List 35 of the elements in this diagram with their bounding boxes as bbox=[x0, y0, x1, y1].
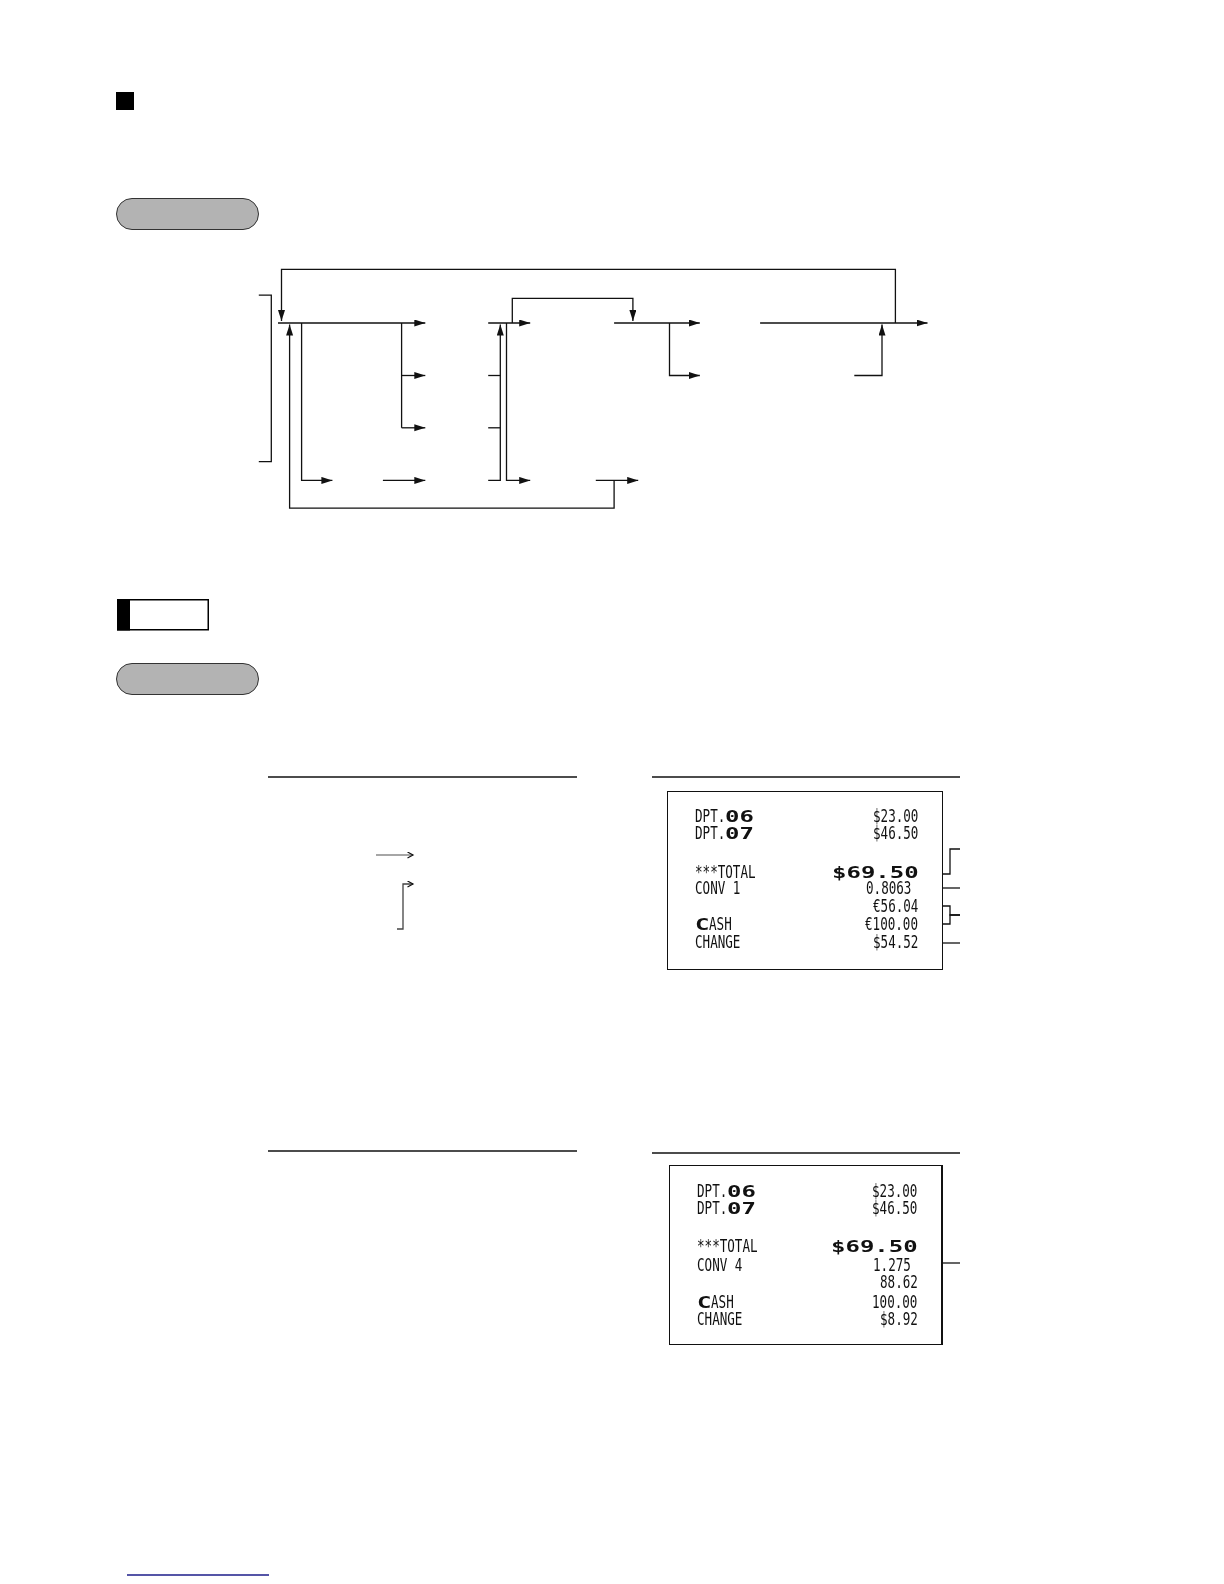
leader-line bbox=[942, 887, 961, 889]
receipt-item-text: DPT.07 bbox=[694, 825, 754, 842]
leader-line bbox=[942, 848, 961, 875]
receipt-amount-text: $23.00 bbox=[873, 808, 919, 825]
receipt-item-text: CASH bbox=[696, 1294, 734, 1311]
receipt-amount-text: 0.8063 bbox=[866, 880, 912, 897]
receipt-item-text: CASH bbox=[694, 916, 732, 933]
receipt-amount-text: $46.50 bbox=[872, 1200, 918, 1217]
receipt-item-text: CHANGE bbox=[696, 1311, 742, 1328]
receipt-printout bbox=[669, 1165, 943, 1345]
receipt-amount-text: €56.04 bbox=[873, 898, 919, 915]
receipt-item-text: CONV 1 bbox=[694, 880, 740, 897]
receipt-amount-text: 88.62 bbox=[879, 1274, 918, 1291]
leader-line bbox=[942, 914, 961, 925]
section-tab bbox=[116, 663, 259, 695]
receipt-amount-text: $54.52 bbox=[873, 934, 919, 951]
section-tab bbox=[116, 198, 259, 230]
receipt-item-text: CONV 4 bbox=[696, 1257, 742, 1274]
leader-line bbox=[942, 942, 961, 944]
receipt-item-text: DPT.06 bbox=[696, 1183, 756, 1200]
receipt-item-text: DPT.06 bbox=[694, 808, 754, 825]
receipt-item-text: ***TOTAL bbox=[694, 864, 756, 881]
receipt-printout bbox=[667, 791, 943, 970]
receipt-amount-text: $69.50 bbox=[831, 1238, 918, 1255]
receipt-amount-text: $46.50 bbox=[873, 825, 919, 842]
receipt-amount-text: 1.275 bbox=[872, 1257, 911, 1274]
receipt-amount-text: $69.50 bbox=[832, 864, 919, 881]
receipt-item-text: CHANGE bbox=[694, 934, 740, 951]
receipt-amount-text: $8.92 bbox=[879, 1311, 918, 1328]
receipt-amount-text: 100.00 bbox=[872, 1294, 918, 1311]
receipt-amount-text: €100.00 bbox=[865, 916, 919, 933]
receipt-item-text: ***TOTAL bbox=[696, 1238, 758, 1255]
receipt-amount-text: $23.00 bbox=[872, 1183, 918, 1200]
leader-line bbox=[942, 1262, 961, 1264]
receipt-item-text: DPT.07 bbox=[696, 1200, 756, 1217]
